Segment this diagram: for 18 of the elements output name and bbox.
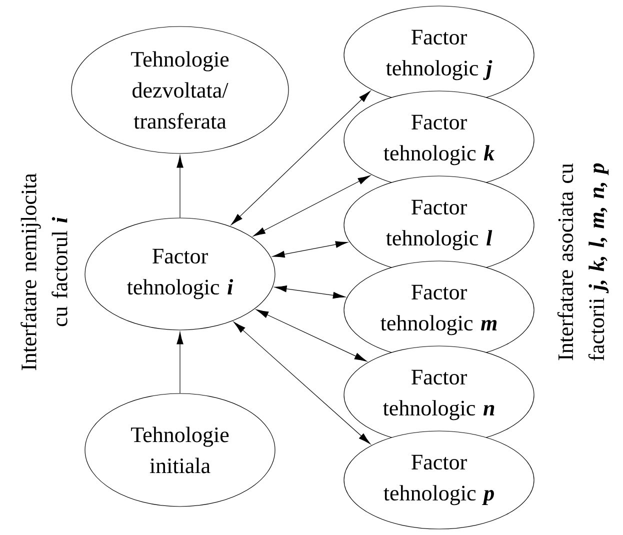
rotated-label: Interfatare nemijlocita cu factorul i: [20, 173, 68, 370]
arrow: [230, 90, 371, 226]
arrow: [176, 155, 184, 218]
arrow: [256, 309, 367, 362]
arrow: [253, 175, 370, 236]
ellipse-node: Factor tehnologic n: [344, 346, 534, 444]
ellipse-node: Factor tehnologic m: [344, 260, 534, 360]
ellipse-node: Factor tehnologic k: [344, 90, 534, 190]
ellipse-node: Tehnologie initiala: [84, 393, 276, 507]
ellipse-node: Factor tehnologic p: [344, 430, 534, 530]
arrow: [272, 241, 348, 258]
arrow: [274, 285, 346, 299]
arrow: [176, 332, 184, 394]
ellipse-node: Tehnologie dezvoltata/ transferata: [71, 26, 289, 154]
arrow: [234, 322, 371, 444]
ellipse-node: Factor tehnologic j: [344, 6, 534, 104]
ellipse-node: Factor tehnologic l: [344, 176, 534, 274]
ellipse-node: Factor tehnologic i: [84, 218, 276, 330]
